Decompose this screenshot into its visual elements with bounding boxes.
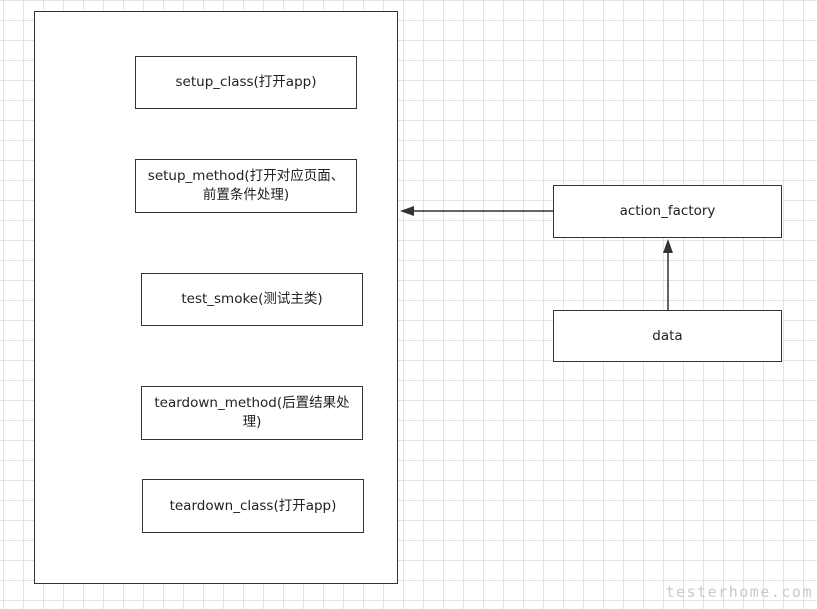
setup-class-label: setup_class(打开app) xyxy=(175,74,317,90)
action-factory-label: action_factory xyxy=(619,203,716,219)
setup-method-box: setup_method(打开对应页面、前置条件处理) xyxy=(135,159,357,213)
data-box: data xyxy=(553,310,782,362)
teardown-class-label: teardown_class(打开app) xyxy=(169,497,337,514)
teardown-method-label: teardown_method(后置结果处理) xyxy=(154,395,350,430)
teardown-method-box: teardown_method(后置结果处理) xyxy=(141,386,363,440)
factory-to-container-arrowhead xyxy=(400,206,414,216)
teardown-class-box: teardown_class(打开app) xyxy=(142,479,364,533)
setup-class-box: setup_class(打开app) xyxy=(135,56,357,109)
setup-method-label: setup_method(打开对应页面、前置条件处理) xyxy=(147,168,345,203)
action-factory-box: action_factory xyxy=(553,185,782,238)
test-smoke-box: test_smoke(测试主类) xyxy=(141,273,363,326)
data-to-factory-arrowhead xyxy=(663,239,673,253)
data-label: data xyxy=(652,327,683,344)
watermark: testerhome.com xyxy=(665,583,813,601)
test-smoke-label: test_smoke(测试主类) xyxy=(181,291,323,307)
